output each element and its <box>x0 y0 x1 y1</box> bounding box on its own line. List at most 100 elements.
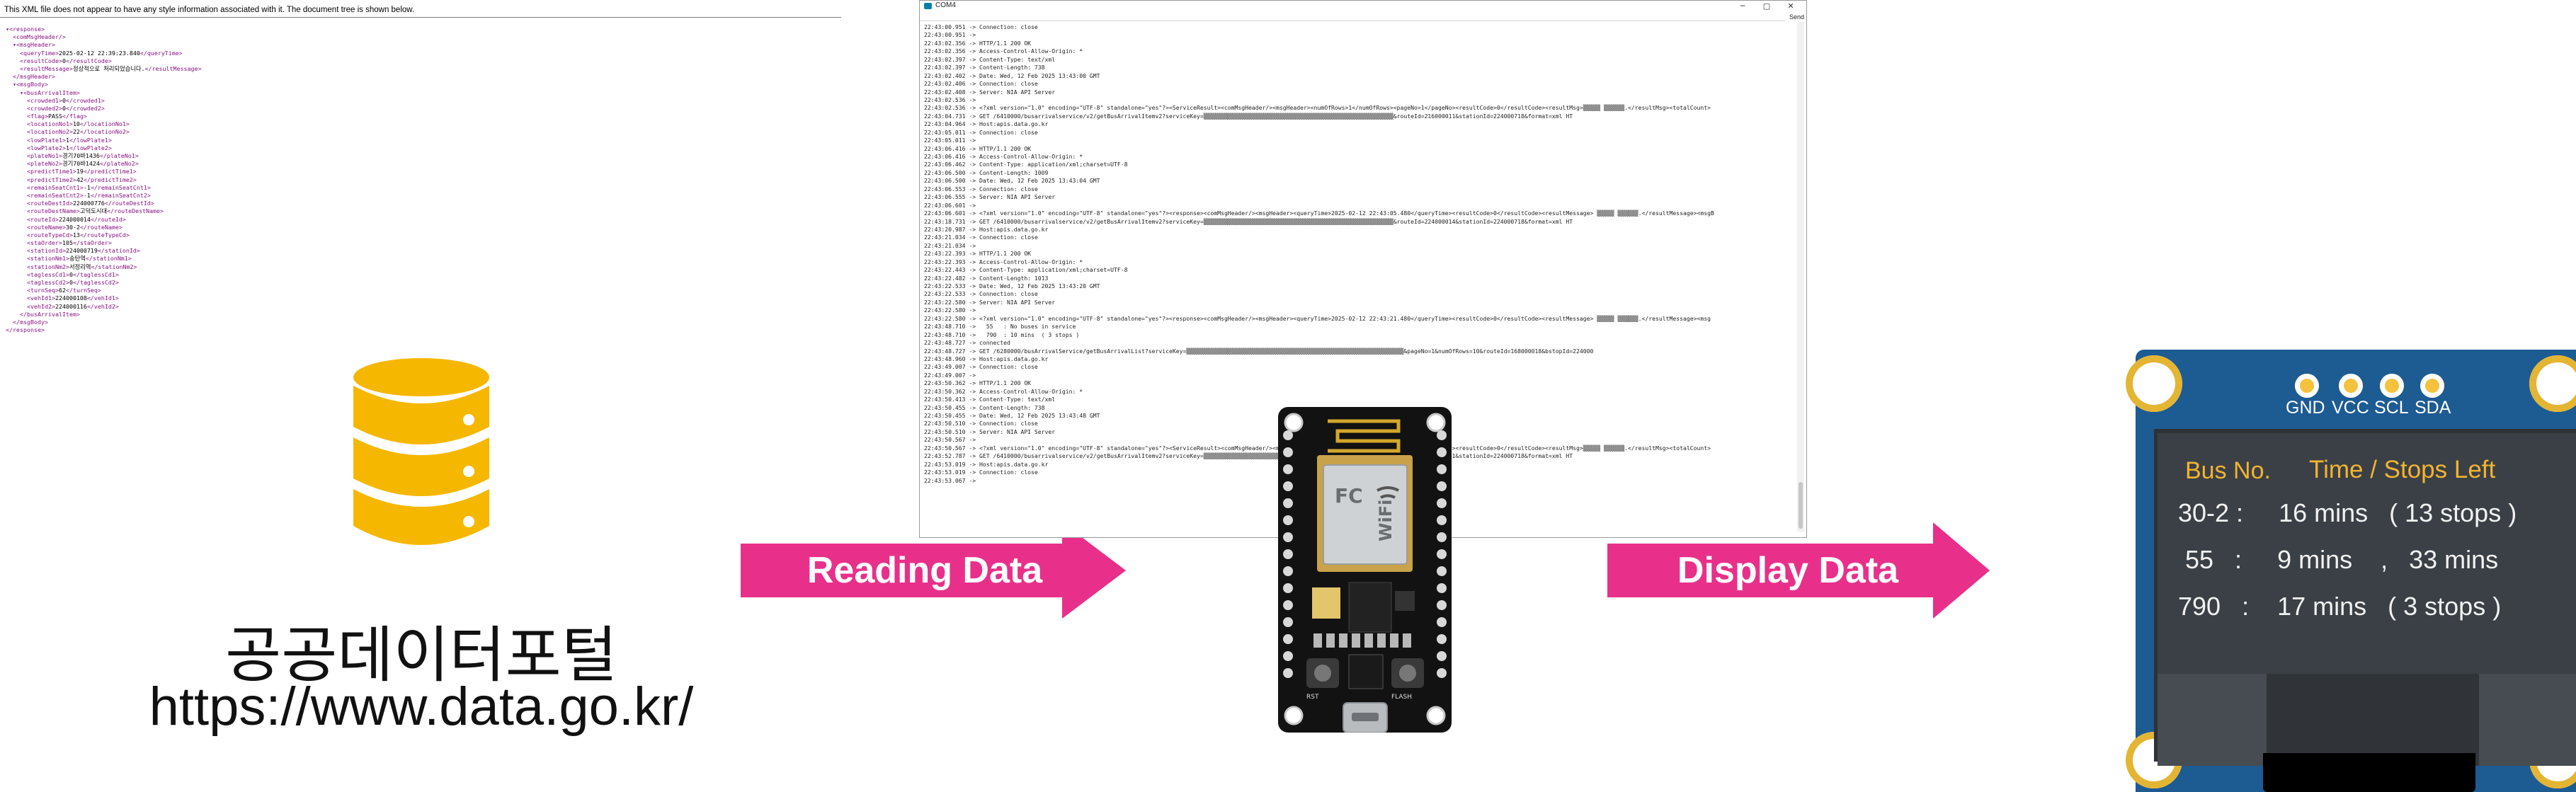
xml-value: 0 <box>62 57 66 64</box>
scrollbar-thumb[interactable] <box>1799 482 1803 529</box>
xml-line: <predictTime1>19</predictTime1> <box>6 168 431 176</box>
xml-tag: <routeDestId> <box>27 200 73 207</box>
xml-line: <routeDestName>고덕도시대</routeDestName> <box>6 207 431 215</box>
xml-line: <taglessCd2>0</taglessCd2> <box>6 279 431 287</box>
xml-close-tag: </locationNo2> <box>79 128 130 136</box>
xml-line: </busArrivalItem> <box>6 311 431 318</box>
xml-line: <remainSeatCnt2>-1</remainSeatCnt2> <box>6 192 431 200</box>
xml-value: 19 <box>76 168 84 176</box>
xml-close-tag: </remainSeatCnt1> <box>90 183 151 191</box>
app-icon <box>924 3 932 9</box>
xml-close-tag: </plateNo1> <box>99 152 139 159</box>
send-button[interactable]: Send <box>1789 13 1805 21</box>
scrollbar-track[interactable] <box>1797 22 1804 532</box>
xml-close-tag: </routeDestId> <box>104 200 154 207</box>
close-button[interactable]: ✕ <box>1787 1 1794 11</box>
oled-screen <box>2158 433 2576 674</box>
xml-line: ▾<msgBody> <box>6 81 431 88</box>
serial-log-line: 22:43:22.443 -> Content-Type: applicatio… <box>924 266 1128 274</box>
window-titlebar[interactable]: COM4 ─ ▢ ✕ <box>920 1 1806 12</box>
xml-value: 13 <box>72 231 80 239</box>
pin-sda <box>2420 374 2444 398</box>
xml-close-tag: </vehId1> <box>86 294 119 302</box>
xml-tag: <routeDestName> <box>27 207 80 215</box>
serial-log-line: 22:43:02.536 -> <?xml version="1.0" enco… <box>924 104 1711 112</box>
oled-row: 790 : 17 mins ( 3 stops ) <box>2178 592 2502 621</box>
xml-line: <turnSeq>62</turnSeq> <box>6 287 431 294</box>
xml-tag: ▾<msgHeader> <box>13 41 55 49</box>
xml-value: 0 <box>69 270 73 278</box>
xml-close-tag: </predictTime1> <box>83 168 137 176</box>
xml-line: <routeId>224000014</routeId> <box>6 216 431 224</box>
serial-log-line: 22:43:21.034 -> Connection: close <box>924 234 1038 241</box>
xml-line: <resultMessage>정상적으로 처리되었습니다.</resultMes… <box>6 65 431 73</box>
xml-line: <queryTime>2025-02-12 22:39:23.840</quer… <box>6 50 431 57</box>
xml-value: PASS <box>47 113 62 120</box>
xml-line: <locationNo2>22</locationNo2> <box>6 128 431 136</box>
serial-log-line: 22:43:06.416 -> Access-Control-Allow-Ori… <box>924 153 1083 160</box>
xml-tag: <lowPlate2> <box>27 144 66 151</box>
xml-viewer: This XML file does not appear to have an… <box>0 0 843 354</box>
oled-flex-cable <box>2263 753 2475 792</box>
portal-title: 공공데이터포털 <box>225 620 617 691</box>
serial-log-line: 22:43:50.362 -> HTTP/1.1 200 OK <box>924 379 1032 387</box>
serial-log-line: 22:43:50.510 -> Connection: close <box>924 420 1038 427</box>
xml-line: <routeName>30-2</routeName> <box>6 224 431 231</box>
xml-line: <vehId1>224000108</vehId1> <box>6 294 431 302</box>
xml-value: 62 <box>58 287 66 294</box>
xml-value: 서정리역 <box>69 263 91 270</box>
xml-value: 22 <box>72 128 80 136</box>
xml-value: 224000719 <box>65 247 98 255</box>
xml-line: </msgHeader> <box>6 73 431 81</box>
serial-log-line: 22:43:53.067 -> <box>924 476 976 484</box>
oled-row: 55 : 9 mins , 33 mins <box>2178 545 2499 574</box>
xml-value: 0 <box>69 279 73 286</box>
mount-hole <box>2529 355 2576 412</box>
wifi-mark: WiFi <box>1376 500 1396 541</box>
serial-log-line: 22:43:18.731 -> GET /6410000/busarrivals… <box>924 217 1573 225</box>
reading-data-label: Reading Data <box>807 550 1043 591</box>
xml-line: <crowded2>0</crowded2> <box>6 105 431 113</box>
xml-value: 10 <box>72 120 80 128</box>
xml-line: <crowded1>0</crowded1> <box>6 97 431 105</box>
xml-style-notice: This XML file does not appear to have an… <box>4 6 415 14</box>
xml-close-tag: </turnSeq> <box>65 287 101 294</box>
serial-log-line: 22:43:50.455 -> Date: Wed, 12 Feb 2025 1… <box>924 412 1100 419</box>
serial-log-line: 22:43:22.482 -> Content-Length: 1013 <box>924 274 1049 282</box>
pin-label-gnd: GND <box>2286 398 2325 418</box>
xml-close-tag: </taglessCd2> <box>72 279 119 286</box>
xml-line: <lowPlate1>1</lowPlate1> <box>6 137 431 144</box>
serial-log-line: 22:43:50.510 -> Server: NIA API Server <box>924 427 1056 435</box>
fcc-mark: FC <box>1335 484 1363 507</box>
serial-log-line: 22:43:05.011 -> <box>924 137 976 144</box>
xml-tag: </msgHeader> <box>13 73 55 81</box>
serial-send-input[interactable] <box>920 12 1785 21</box>
display-data-label: Display Data <box>1677 550 1899 591</box>
xml-value: 224000014 <box>58 215 91 223</box>
serial-log-line: 22:43:48.727 -> connected <box>924 339 1010 347</box>
xml-tag: </response> <box>6 326 45 334</box>
serial-log-line: 22:43:50.567 -> <box>924 436 976 444</box>
xml-close-tag: </flag> <box>62 113 87 120</box>
xml-line: ▾<busArrivalItem> <box>6 89 431 97</box>
xml-value: 송탄역 <box>69 255 86 263</box>
maximize-button[interactable]: ▢ <box>1762 1 1771 11</box>
xml-close-tag: </taglessCd1> <box>72 270 119 278</box>
serial-log-line: 22:43:22.533 -> Date: Wed, 12 Feb 2025 1… <box>924 282 1100 289</box>
serial-log-line: 22:43:02.397 -> Content-Type: text/xml <box>924 55 1056 63</box>
oled-header-bus: Bus No. <box>2185 457 2271 484</box>
serial-log-line: 22:43:53.019 -> Connection: close <box>924 469 1038 476</box>
xml-line: <stationNm1>송탄역</stationNm1> <box>6 255 431 263</box>
xml-close-tag: </crowded1> <box>65 96 105 104</box>
xml-close-tag: </plateNo2> <box>99 160 139 168</box>
portal-url[interactable]: https://www.data.go.kr/ <box>149 677 694 737</box>
xml-close-tag: </routeName> <box>79 223 122 231</box>
xml-tag: <turnSeq> <box>27 287 59 294</box>
serial-log-line: 22:43:06.416 -> HTTP/1.1 200 OK <box>924 144 1032 152</box>
minimize-button[interactable]: ─ <box>1740 1 1745 11</box>
xml-tag: <plateNo1> <box>27 152 62 159</box>
oled-header-time: Time / Stops Left <box>2309 456 2496 483</box>
xml-close-tag: </resultCode> <box>65 57 112 64</box>
database-icon <box>353 358 489 545</box>
xml-tag: <predictTime2> <box>27 176 76 183</box>
